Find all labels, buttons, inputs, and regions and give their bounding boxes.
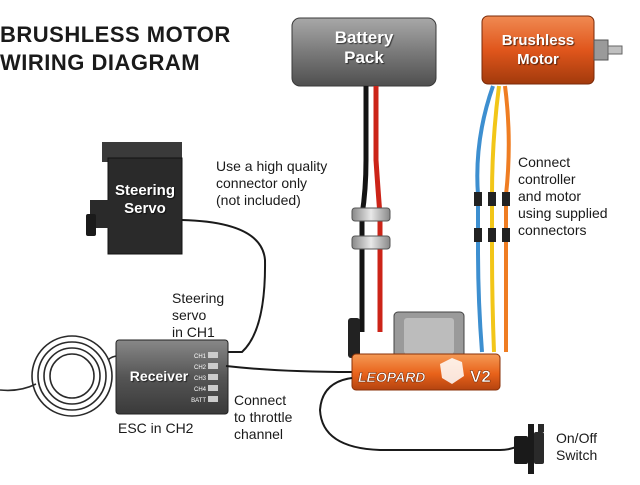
receiver-label: Receiver xyxy=(129,368,189,384)
battery-label-line1: Battery xyxy=(334,28,394,47)
motor-wires xyxy=(474,85,511,353)
note-line: to throttle xyxy=(234,409,293,425)
note-esc-ch2: ESC in CH2 xyxy=(118,420,194,436)
esc-controller xyxy=(348,311,501,391)
channel-label: BATT xyxy=(191,398,206,404)
esc-model: V2 xyxy=(470,367,491,386)
note-line: Steering xyxy=(172,290,225,306)
note-line: (not included) xyxy=(216,192,301,208)
esc-brand: LEOPARD xyxy=(358,369,425,385)
channel-label: CH2 xyxy=(194,365,207,371)
note-line: and motor xyxy=(518,188,582,204)
note-line: in CH1 xyxy=(172,324,215,340)
diagram-title-line2: WIRING DIAGRAM xyxy=(0,50,201,75)
note-line: On/Off xyxy=(556,430,597,446)
note-connector: Use a high quality connector only (not i… xyxy=(216,158,327,209)
motor-label-line1: Brushless xyxy=(501,32,575,49)
servo-label-line2: Servo xyxy=(124,200,166,217)
on-off-switch[interactable] xyxy=(514,424,544,474)
servo-wire xyxy=(181,219,267,353)
receiver xyxy=(115,339,229,415)
note-line: using supplied xyxy=(518,205,608,221)
note-motor-connect: Connect controller and motor using suppl… xyxy=(518,154,608,239)
channel-label: CH1 xyxy=(194,354,207,360)
note-line: Connect xyxy=(518,154,571,170)
note-line: connectors xyxy=(518,222,587,238)
note-line: channel xyxy=(234,426,284,442)
note-throttle: Connect to throttle channel xyxy=(234,392,292,443)
motor-label-line2: Motor xyxy=(517,51,559,68)
servo-label-line1: Steering xyxy=(114,182,175,199)
antenna-coil xyxy=(0,335,119,417)
note-line: Use a high quality xyxy=(216,158,328,174)
receiver-channels: CH1 CH2 CH3 CH4 BATT xyxy=(191,354,207,404)
battery-label-line2: Pack xyxy=(344,48,384,67)
brushless-motor xyxy=(481,15,623,85)
note-steering-ch1: Steering servo in CH1 xyxy=(172,290,224,341)
throttle-wire xyxy=(225,365,353,373)
note-line: Switch xyxy=(556,447,598,463)
note-line: Connect xyxy=(234,392,287,408)
diagram-title-line1: BRUSHLESS MOTOR xyxy=(0,22,231,47)
note-switch: On/Off Switch xyxy=(556,430,597,464)
switch-wire xyxy=(318,377,519,451)
battery-wires xyxy=(351,86,391,332)
steering-servo xyxy=(86,142,183,255)
note-line: servo xyxy=(172,307,207,323)
channel-label: CH3 xyxy=(194,376,207,382)
note-line: connector only xyxy=(216,175,308,191)
channel-label: CH4 xyxy=(194,387,207,393)
note-line: controller xyxy=(518,171,576,187)
